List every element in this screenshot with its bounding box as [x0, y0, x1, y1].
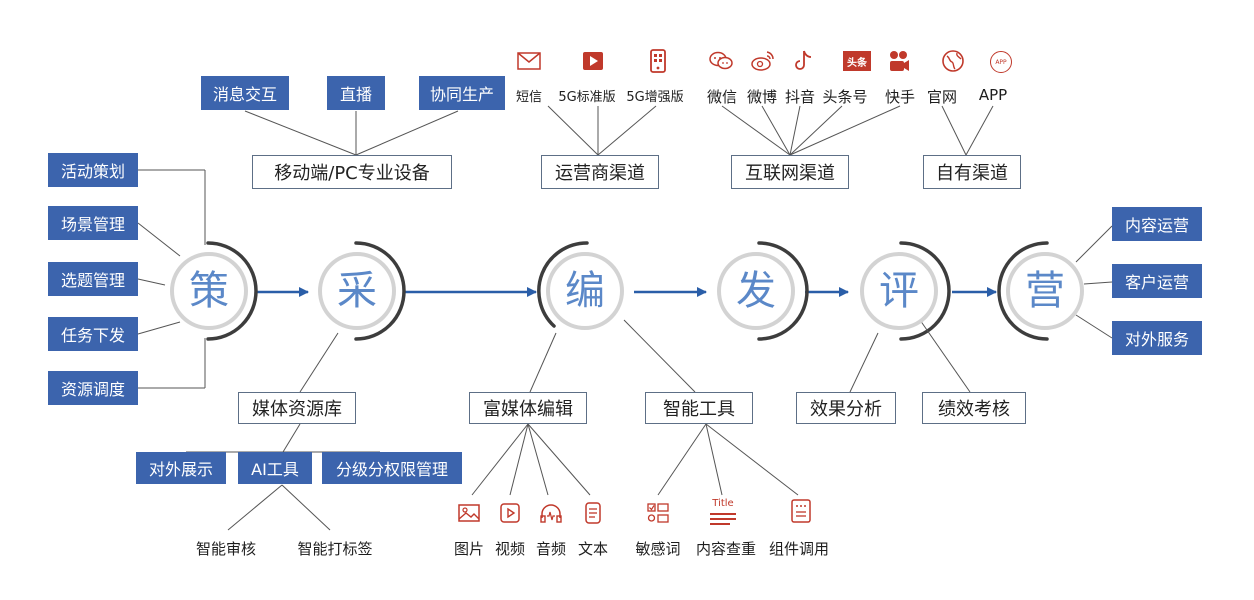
play-icon — [583, 52, 603, 70]
kuaishou-icon — [890, 51, 909, 71]
media-library-box: 媒体资源库 — [238, 392, 356, 424]
app-icon: APP — [990, 51, 1012, 73]
label-kuaishou: 快手 — [884, 88, 915, 106]
external-display-box: 对外展示 — [136, 452, 226, 484]
wechat-icon — [709, 51, 733, 70]
left-item-topic-management: 选题管理 — [48, 262, 138, 296]
label-smart-review: 智能审核 — [195, 540, 256, 558]
audio-icon — [540, 504, 562, 523]
ai-tools-box: AI工具 — [238, 452, 312, 484]
phone-icon — [650, 49, 666, 73]
stage-bian: 编 — [546, 252, 624, 330]
operator-channel-box: 运营商渠道 — [541, 155, 659, 189]
checklist-icon — [647, 503, 669, 523]
right-item-external-service: 对外服务 — [1112, 321, 1202, 355]
feature-message-interaction: 消息交互 — [201, 76, 289, 110]
smart-tools-box: 智能工具 — [645, 392, 753, 424]
feature-collab-production: 协同生产 — [419, 76, 505, 110]
video-icon — [500, 503, 520, 523]
effect-analysis-box: 效果分析 — [796, 392, 896, 424]
globe-icon — [942, 50, 964, 72]
label-sensitive-words: 敏感词 — [635, 540, 681, 558]
label-wechat: 微信 — [706, 88, 737, 106]
feature-live-stream: 直播 — [327, 76, 385, 110]
title-icon: Title — [708, 498, 738, 526]
label-website: 官网 — [926, 88, 957, 106]
image-icon — [458, 504, 480, 522]
envelope-icon — [517, 52, 541, 70]
permission-management-box: 分级分权限管理 — [322, 452, 462, 484]
left-item-activity-planning: 活动策划 — [48, 153, 138, 187]
label-toutiao: 头条号 — [822, 88, 868, 106]
stage-ping: 评 — [860, 252, 938, 330]
label-text: 文本 — [577, 540, 608, 558]
stage-ying: 营 — [1006, 252, 1084, 330]
left-item-scene-management: 场景管理 — [48, 206, 138, 240]
stage-arcs — [206, 241, 1049, 341]
performance-review-box: 绩效考核 — [922, 392, 1026, 424]
douyin-icon — [795, 50, 812, 70]
tree-lines — [137, 105, 1113, 531]
weibo-icon — [751, 51, 774, 71]
label-component-call: 组件调用 — [768, 540, 829, 558]
right-item-customer-ops: 客户运营 — [1112, 264, 1202, 298]
rich-media-edit-box: 富媒体编辑 — [469, 392, 587, 424]
label-5g-enhanced: 5G增强版 — [626, 90, 684, 105]
label-app: APP — [978, 86, 1008, 104]
left-item-resource-scheduling: 资源调度 — [48, 371, 138, 405]
label-audio: 音频 — [535, 540, 566, 558]
stage-fa: 发 — [717, 252, 795, 330]
label-douyin: 抖音 — [784, 88, 815, 106]
label-sms: 短信 — [515, 90, 542, 105]
mobile-pc-device-box: 移动端/PC专业设备 — [252, 155, 452, 189]
left-item-task-dispatch: 任务下发 — [48, 317, 138, 351]
label-weibo: 微博 — [746, 88, 777, 106]
stage-cai: 采 — [318, 252, 396, 330]
document-icon — [585, 502, 601, 524]
toutiao-icon: 头条 — [843, 51, 871, 71]
component-icon — [791, 499, 811, 523]
own-channel-box: 自有渠道 — [923, 155, 1021, 189]
label-duplicate-check: 内容查重 — [695, 540, 756, 558]
label-5g-standard: 5G标准版 — [558, 90, 616, 105]
right-item-content-ops: 内容运营 — [1112, 207, 1202, 241]
internet-channel-box: 互联网渠道 — [731, 155, 849, 189]
stage-ce: 策 — [170, 252, 248, 330]
label-smart-tagging: 智能打标签 — [297, 540, 373, 558]
label-picture: 图片 — [453, 540, 484, 558]
label-video: 视频 — [494, 540, 525, 558]
